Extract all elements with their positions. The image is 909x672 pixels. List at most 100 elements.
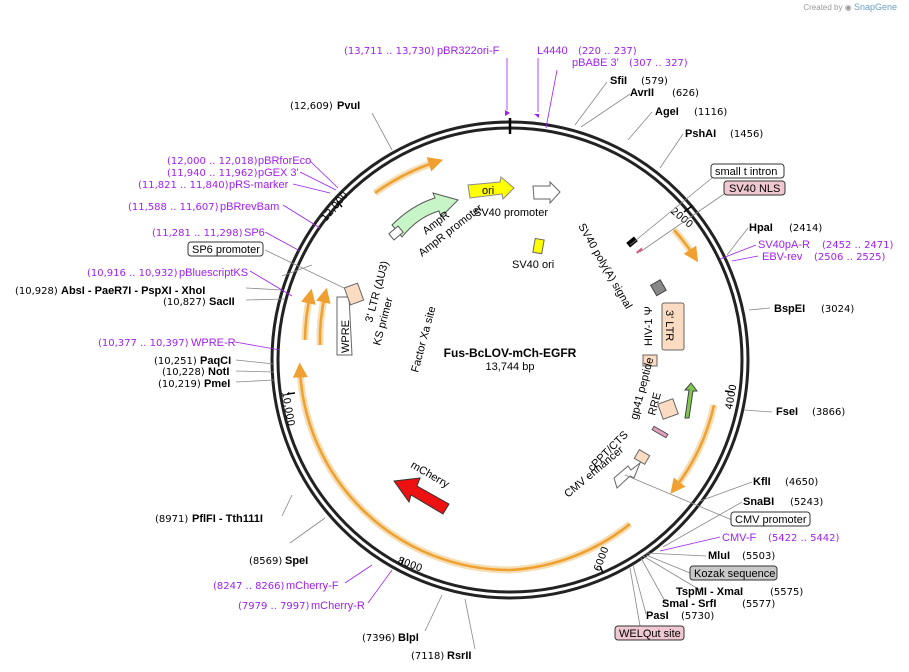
primer-cmv-f-pos: (5422 .. 5442) (768, 533, 840, 544)
label-sv40-nls: SV40 NLS (729, 183, 780, 195)
label-kozak-sequence: Kozak sequence (694, 568, 775, 580)
ltr-du3-box (343, 282, 365, 306)
enzyme-smai-srfi: SmaI - SrfI (662, 598, 716, 610)
feature-3-ltr-box (661, 302, 685, 351)
tick-12000: 12,000 (320, 190, 351, 224)
primer-pgex3-pos: (11,940 .. 11,962) (167, 168, 258, 179)
small-t-intron-mark (626, 236, 638, 248)
boxed-labels: small t intron SV40 NLS CMV promoter Koz… (187, 163, 811, 641)
gray-block (649, 279, 667, 297)
enzyme-agei: AgeI (655, 106, 679, 118)
primer-labels: (13,711 .. 13,730) pBR322ori-F L4440 (22… (87, 45, 894, 612)
welqut-mark (651, 425, 669, 439)
primer-leaders (234, 58, 759, 604)
feature-ori: ori (467, 176, 515, 201)
enzyme-sacii: SacII (209, 296, 235, 308)
enzyme-fsei: FseI (776, 406, 798, 418)
label-small-t-intron: small t intron (715, 166, 777, 178)
enzyme-avrii: AvrII (630, 87, 654, 99)
enzyme-blpi-pos: (7396) (362, 633, 395, 644)
enzyme-pflfi-pos: (8971) (155, 514, 188, 525)
enzyme-noti: NotI (208, 366, 229, 378)
enzyme-bspei: BspEI (774, 303, 805, 315)
orf-arcs (292, 157, 718, 574)
enzyme-paqci: PaqCI (200, 355, 231, 367)
enzyme-spei-pos: (8569) (249, 556, 282, 567)
label-welqut-site: WELQut site (619, 628, 681, 640)
sv40-nls-mark (636, 247, 643, 254)
enzyme-absi: AbsI - PaeR7I - PspXI - XhoI (61, 285, 205, 297)
plasmid-length: 13,744 bp (486, 361, 535, 373)
enzyme-rsrii-pos: (7118) (411, 651, 444, 662)
enzyme-tspmi-xmai: TspMI - XmaI (676, 586, 743, 598)
feature-sv40-polya: SV40 poly(A) signal (575, 222, 634, 312)
snapgene-logo-icon: ◉ (844, 3, 852, 12)
primer-prs-marker-pos: (11,821 .. 11,840) (138, 180, 229, 191)
enzyme-blpi: BlpI (398, 632, 419, 644)
primer-prs-marker: pRS-marker (229, 179, 289, 191)
primer-wpre-r: WPRE-R (191, 337, 236, 349)
enzyme-pvui: PvuI (337, 100, 360, 112)
feature-3-ltr: 3' LTR (663, 310, 675, 341)
enzyme-pmei: PmeI (204, 378, 230, 390)
enzyme-sacii-pos: (10,827) (163, 297, 206, 308)
feature-sv40-promoter-arrow (532, 180, 561, 205)
primer-pbabe3-pos: (307 .. 327) (629, 58, 688, 69)
primer-pbrforeco: pBRforEco (258, 155, 311, 167)
primer-pbabe3: pBABE 3' (572, 57, 619, 69)
cppt-box (633, 448, 651, 466)
primer-pbrrevbam-pos: (11,588 .. 11,607) (128, 202, 219, 213)
primer-ebv-rev-pos: (2506 .. 2525) (814, 252, 886, 263)
enzyme-pflfi: PflFI - Tth111I (192, 513, 263, 525)
feature-sv40-promoter: SV40 promoter (474, 207, 548, 219)
ampr-promoter-box (388, 225, 404, 241)
enzyme-pvui-pos: (12,609) (290, 101, 333, 112)
primer-mcherry-f: mCherry-F (286, 580, 339, 592)
feature-mcherry: mCherry (393, 459, 451, 515)
feature-factor-xa: Factor Xa site (409, 305, 438, 374)
enzyme-noti-pos: (10,228) (162, 367, 205, 378)
primer-mcherry-r: mCherry-R (311, 600, 365, 612)
enzyme-sfii: SfiI (610, 75, 627, 87)
sv40-nls-box (723, 180, 786, 196)
primer-ebv-rev: EBV-rev (762, 251, 803, 263)
enzyme-snabi-pos: (5243) (790, 497, 823, 508)
enzyme-leaders (235, 81, 773, 650)
enzyme-paqci-pos: (10,251) (154, 356, 197, 367)
primer-pbrforeco-pos: (12,000 .. 12,018) (167, 156, 258, 167)
enzyme-rsrii: RsrII (447, 650, 471, 662)
feature-hiv-psi: HIV-1 Ψ (643, 306, 655, 346)
enzyme-fsei-pos: (3866) (812, 407, 845, 418)
primer-pbr322ori: pBR322ori-F (437, 45, 500, 57)
rre-box (657, 398, 679, 420)
cmv-promoter-box (730, 511, 811, 527)
enzyme-pasi: PasI (646, 610, 669, 622)
enzyme-pshai: PshAI (685, 128, 716, 140)
primer-cmv-f: CMV-F (722, 532, 757, 544)
enzyme-pasi-pos: (5730) (681, 611, 714, 622)
svg-text:ori: ori (482, 185, 494, 197)
watermark-created-by: Created by (803, 3, 843, 12)
enzyme-mlui: MluI (708, 550, 730, 562)
sp6-promoter-box (187, 241, 264, 257)
tick-2000: 2000 (668, 206, 695, 231)
feature-sv40-ori: SV40 ori (512, 259, 554, 271)
enzyme-bspei-pos: (3024) (821, 304, 854, 315)
feature-sv40-ori-box (532, 237, 545, 255)
welqut-box (614, 625, 685, 641)
enzyme-pshai-pos: (1456) (730, 129, 763, 140)
enzyme-snabi: SnaBI (743, 496, 774, 508)
feature-rre: RRE (646, 391, 664, 417)
feature-wpre: WPRE (340, 320, 352, 353)
primer-sp6-pos: (11,281 .. 11,298) (152, 228, 243, 239)
primer-sp6: SP6 (244, 227, 265, 239)
enzyme-kfli: KflI (753, 476, 771, 488)
enzyme-avrii-pos: (626) (672, 88, 699, 99)
green-arrow (683, 382, 698, 419)
label-cmv-promoter: CMV promoter (735, 514, 807, 526)
primer-pbrrevbam: pBRrevBam (220, 201, 279, 213)
tick-4000: 4000 (724, 384, 739, 411)
enzyme-hpai: HpaI (749, 222, 773, 234)
kozak-box (689, 565, 778, 581)
